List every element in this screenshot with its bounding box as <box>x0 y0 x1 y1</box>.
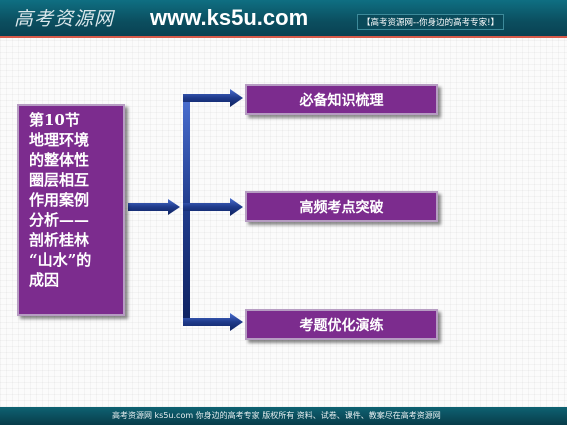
site-footer: 高考资源网 ks5u.com 你身边的高考专家 版权所有 资料、试卷、课件、教案… <box>0 407 567 425</box>
branch-arrow-3 <box>183 313 243 331</box>
branch-bar <box>183 97 190 326</box>
header-divider <box>0 36 567 38</box>
site-url[interactable]: www.ks5u.com <box>150 5 309 30</box>
footer-text: 高考资源网 ks5u.com 你身边的高考专家 版权所有 资料、试卷、课件、教案… <box>112 411 441 420</box>
section-title-box: 第10节 地理环境 的整体性 圈层相互 作用案例 分析—— 剖析桂林 “山水”的… <box>17 104 125 316</box>
title-line: 成因 <box>29 271 60 289</box>
topic-button-knowledge[interactable]: 必备知识梳理 <box>245 84 438 115</box>
title-line: 剖析桂林 <box>29 231 90 249</box>
title-line: 作用案例 <box>29 191 90 209</box>
title-line: “山水”的 <box>29 251 92 269</box>
site-slogan: 【高考资源网--你身边的高考专家!】 <box>357 14 505 30</box>
branch-arrow-2 <box>183 198 243 216</box>
title-line: 地理环境 <box>29 131 90 149</box>
title-line: 第10节 <box>29 111 80 129</box>
main-arrow <box>128 199 180 215</box>
topic-button-practice[interactable]: 考题优化演练 <box>245 309 438 340</box>
site-header: 高考资源网 www.ks5u.com 【高考资源网--你身边的高考专家!】 <box>0 0 567 38</box>
site-logo[interactable]: 高考资源网 <box>14 8 115 30</box>
title-line: 圈层相互 <box>29 171 90 189</box>
topic-button-key-points[interactable]: 高频考点突破 <box>245 191 438 222</box>
branch-arrow-1 <box>183 89 243 107</box>
section-title: 第10节 地理环境 的整体性 圈层相互 作用案例 分析—— 剖析桂林 “山水”的… <box>29 110 125 290</box>
title-line: 分析—— <box>29 211 90 229</box>
title-line: 的整体性 <box>29 151 90 169</box>
